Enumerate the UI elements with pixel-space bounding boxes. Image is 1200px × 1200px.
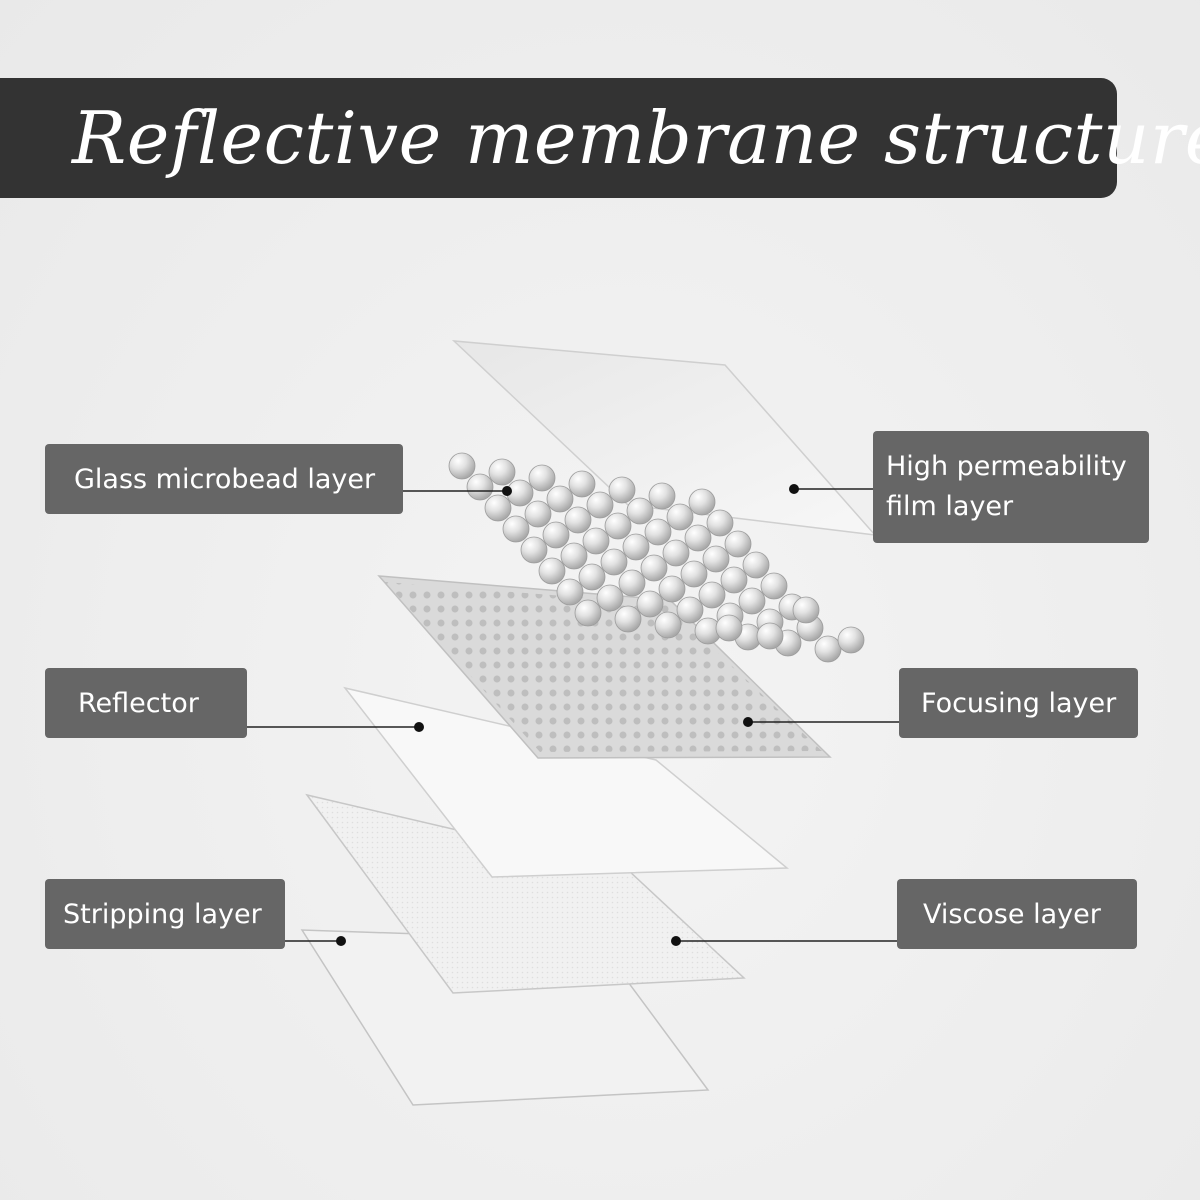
glass-bead	[556, 578, 584, 606]
glass-bead	[648, 482, 676, 510]
glass-bead	[524, 500, 552, 528]
focusing-layer-dots	[385, 582, 822, 752]
anchor-dot-focusing	[743, 717, 753, 727]
glass-bead	[715, 614, 743, 642]
glass-bead	[546, 485, 574, 513]
glass-bead	[484, 494, 512, 522]
glass-bead	[688, 488, 716, 516]
glass-bead	[560, 542, 588, 570]
glass-bead	[792, 596, 820, 624]
glass-bead	[520, 536, 548, 564]
label-stripping-layer: Stripping layer	[45, 879, 285, 949]
glass-bead	[608, 476, 636, 504]
glass-bead	[466, 473, 494, 501]
label-viscose-text: Viscose layer	[923, 898, 1101, 930]
glass-bead	[814, 635, 842, 663]
label-focusing-layer: Focusing layer	[899, 668, 1138, 738]
glass-bead	[742, 551, 770, 579]
glass-bead	[528, 464, 556, 492]
glass-bead	[614, 605, 642, 633]
label-high-permeability-line2: film layer	[886, 491, 1014, 522]
glass-bead	[644, 518, 672, 546]
anchor-dot-viscose	[671, 936, 681, 946]
glass-bead	[706, 509, 734, 537]
label-glass-microbead-text: Glass microbead layer	[74, 463, 376, 495]
glass-bead	[564, 506, 592, 534]
label-viscose-layer: Viscose layer	[897, 879, 1137, 949]
glass-bead	[662, 539, 690, 567]
glass-bead	[666, 503, 694, 531]
anchor-dot-reflector	[414, 722, 424, 732]
glass-bead	[502, 515, 530, 543]
glass-bead	[600, 548, 628, 576]
glass-bead	[448, 452, 476, 480]
glass-bead	[658, 575, 686, 603]
page-title: Reflective membrane structure	[72, 96, 1200, 180]
glass-bead	[698, 581, 726, 609]
glass-bead	[837, 626, 865, 654]
glass-bead	[680, 560, 708, 588]
anchor-dot-glass-microbead	[502, 486, 512, 496]
label-reflector-text: Reflector	[78, 687, 199, 719]
glass-bead	[720, 566, 748, 594]
anchor-dot-stripping	[336, 936, 346, 946]
label-reflector: Reflector	[45, 668, 247, 738]
label-focusing-text: Focusing layer	[921, 687, 1117, 719]
glass-bead	[582, 527, 610, 555]
glass-bead	[702, 545, 730, 573]
glass-bead	[538, 557, 566, 585]
glass-bead	[574, 599, 602, 627]
glass-bead	[578, 563, 606, 591]
glass-bead	[676, 596, 704, 624]
glass-bead	[488, 458, 516, 486]
label-glass-microbead-layer: Glass microbead layer	[45, 444, 403, 514]
glass-bead	[618, 569, 646, 597]
glass-bead	[760, 572, 788, 600]
glass-bead	[568, 470, 596, 498]
glass-bead	[724, 530, 752, 558]
label-high-permeability-line1: High permeability	[886, 451, 1127, 482]
glass-bead	[542, 521, 570, 549]
glass-bead	[738, 587, 766, 615]
glass-bead	[622, 533, 650, 561]
glass-bead	[756, 622, 784, 650]
glass-bead	[636, 590, 664, 618]
glass-bead	[684, 524, 712, 552]
label-high-permeability-film-layer: High permeability film layer	[873, 431, 1149, 543]
label-stripping-text: Stripping layer	[63, 898, 262, 930]
anchor-dot-high-permeability	[789, 484, 799, 494]
glass-microbeads	[448, 452, 865, 663]
glass-bead	[596, 584, 624, 612]
glass-bead	[604, 512, 632, 540]
glass-bead	[654, 611, 682, 639]
leader-lines	[246, 484, 899, 946]
glass-bead	[626, 497, 654, 525]
title-banner: Reflective membrane structure	[0, 78, 1200, 198]
glass-bead	[640, 554, 668, 582]
glass-bead	[586, 491, 614, 519]
